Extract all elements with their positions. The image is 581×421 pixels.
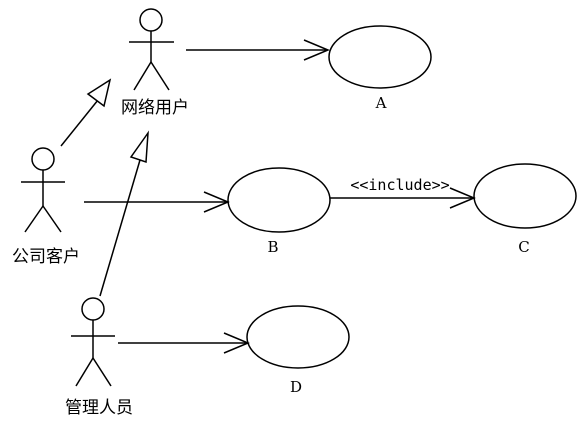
use-case-c[interactable]: C bbox=[473, 163, 577, 256]
use-case-b-label: B bbox=[267, 238, 278, 256]
actor-administrator-label: 管理人员 bbox=[65, 398, 133, 418]
actor-left-leg bbox=[75, 357, 94, 387]
use-case-b[interactable]: B bbox=[227, 167, 331, 256]
use-case-b-ellipse bbox=[227, 167, 331, 233]
actor-left-leg bbox=[133, 61, 152, 91]
use-case-c-label: C bbox=[518, 238, 529, 256]
use-case-d[interactable]: D bbox=[246, 305, 350, 396]
actor-company-customer-label: 公司客户 bbox=[12, 247, 80, 267]
generalization-triangle-icon bbox=[86, 78, 112, 108]
association-network-user-a[interactable] bbox=[186, 39, 330, 61]
use-case-a[interactable]: A bbox=[328, 25, 432, 112]
use-case-d-ellipse bbox=[246, 305, 350, 369]
actor-right-leg bbox=[42, 205, 62, 233]
actor-network-user[interactable]: 网络用户 bbox=[121, 8, 189, 118]
use-case-a-label: A bbox=[375, 94, 387, 112]
association-company-customer-b[interactable] bbox=[84, 191, 230, 213]
actor-right-leg bbox=[92, 357, 112, 387]
include-relation-b-c[interactable]: <<include>> bbox=[330, 176, 476, 209]
actor-right-leg bbox=[150, 61, 170, 91]
generalization-triangle-icon bbox=[129, 130, 149, 164]
actor-company-customer[interactable]: 公司客户 bbox=[12, 147, 80, 267]
actor-head bbox=[31, 147, 55, 171]
generalization-company-customer[interactable] bbox=[60, 78, 112, 147]
actor-administrator[interactable]: 管理人员 bbox=[65, 297, 133, 418]
use-case-d-label: D bbox=[290, 378, 302, 396]
generalization-line bbox=[60, 99, 99, 147]
arrow-head-icon bbox=[223, 332, 250, 354]
arrow-head-icon bbox=[449, 187, 476, 209]
generalization-administrator[interactable] bbox=[99, 130, 149, 297]
actor-left-leg bbox=[24, 205, 44, 233]
include-stereotype-label: <<include>> bbox=[350, 176, 449, 194]
arrow-head-icon bbox=[303, 39, 330, 61]
arrow-head-icon bbox=[203, 191, 230, 213]
actor-network-user-label: 网络用户 bbox=[121, 98, 189, 118]
use-case-c-ellipse bbox=[473, 163, 577, 229]
actor-head bbox=[81, 297, 105, 321]
association-administrator-d[interactable] bbox=[118, 332, 250, 354]
actor-head bbox=[139, 8, 163, 32]
use-case-a-ellipse bbox=[328, 25, 432, 89]
generalization-line bbox=[99, 159, 141, 297]
